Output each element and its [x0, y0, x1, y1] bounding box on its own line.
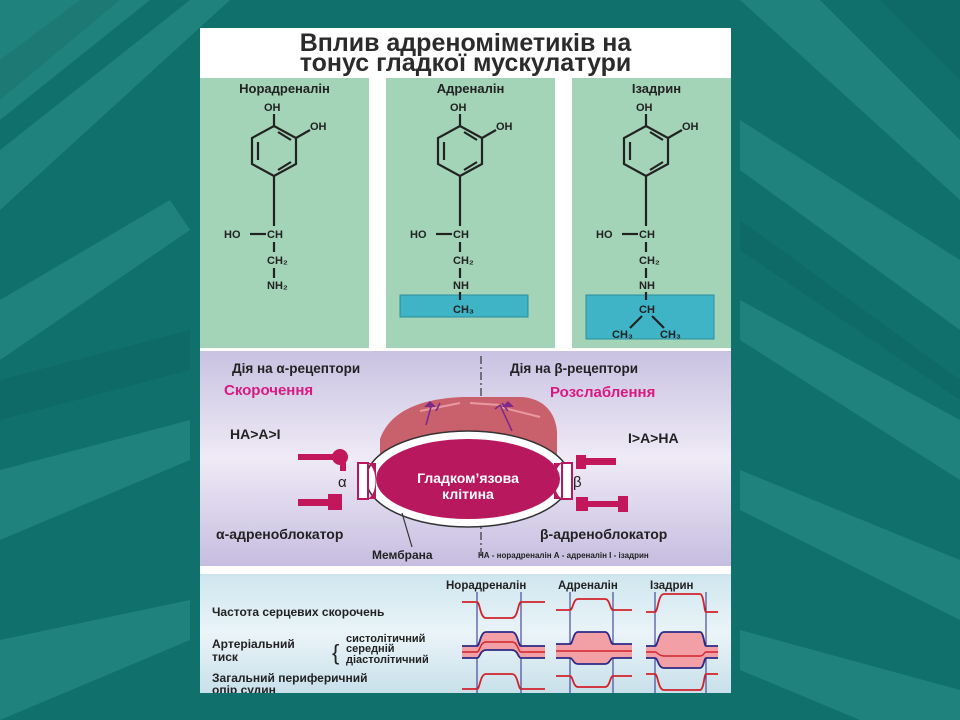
noradrenaline-structure: OH OH HO CH CH₂ NH₂	[224, 102, 327, 292]
muscle-tube	[365, 397, 571, 528]
alpha-effect: Скорочення	[224, 382, 313, 399]
ch3-left-label: CH₃	[612, 329, 633, 341]
ch2-label: CH₂	[267, 255, 288, 267]
poster: Вплив адреноміметиків на тонус гладкої м…	[200, 28, 731, 693]
oh-right-label: OH	[682, 121, 699, 133]
nh-label: NH	[453, 280, 469, 292]
blood-pressure-traces	[462, 631, 718, 669]
ch-branch-label: CH	[639, 304, 655, 316]
ho-label: HO	[596, 229, 613, 241]
nh2-label: NH₂	[267, 280, 288, 292]
alpha-heading: Дія на α-рецептори	[232, 361, 360, 376]
panel-noradrenaline: Норадреналін OH OH HO CH CH₂ NH₂	[200, 78, 369, 348]
heart-rate-traces	[462, 593, 718, 619]
alpha-blocker-icon	[298, 494, 342, 510]
alpha-potency-order: НА>А>І	[230, 426, 281, 442]
beta-symbol: β	[573, 474, 582, 491]
membrane-label: Мембрана	[372, 548, 433, 562]
row-resistance-1: Загальний периферичний	[212, 671, 368, 685]
beta-agonist-icon	[576, 455, 616, 469]
beta-blocker-icon	[576, 496, 628, 512]
cell-label-line-2: клітина	[442, 486, 494, 502]
receptor-diagram: Дія на α-рецептори Дія на β-рецептори Ск…	[200, 351, 731, 566]
membrane-pointer	[401, 512, 413, 548]
alpha-agonist-icon	[298, 449, 348, 471]
beta-blocker-label: β-адреноблокатор	[540, 526, 667, 542]
column-isadrin: Ізадрин	[650, 580, 694, 592]
panel-isadrin: Ізадрин OH OH HO CH CH₂	[572, 78, 731, 348]
oh-right-label: OH	[310, 121, 327, 133]
ch2-label: CH₂	[639, 255, 660, 267]
bp-systolic: систолітичний	[346, 633, 425, 645]
bp-brace: {	[332, 640, 339, 665]
beta-effect: Розслаблення	[550, 384, 655, 401]
drug-markers	[476, 592, 707, 693]
resistance-traces	[462, 673, 718, 691]
beta-receptor	[554, 462, 573, 500]
alpha-blocker-label: α-адреноблокатор	[216, 526, 343, 542]
ch3-right-label: CH₃	[660, 329, 681, 341]
cell-label-line-1: Гладком’язова	[417, 470, 519, 486]
column-adrenaline: Адреналін	[558, 580, 618, 592]
adrenaline-structure: OH OH HO CH CH₂ NH CH₃	[399, 102, 529, 318]
nh-label: NH	[639, 280, 655, 292]
bp-diastolic: діастолітичний	[346, 654, 429, 666]
ch-label: CH	[639, 229, 655, 241]
poster-title-line-2: тонус гладкої мускулатури	[299, 49, 632, 77]
column-noradrenaline: Норадреналін	[446, 580, 526, 592]
ch3-label: CH₃	[453, 304, 474, 316]
oh-top-label: OH	[264, 102, 281, 114]
isadrin-structure: OH OH HO CH CH₂ NH CH CH₃ CH₃	[585, 102, 715, 341]
panel-adrenaline: Адреналін OH OH HO CH CH₂ NH CH₃	[386, 78, 555, 348]
row-bp-label-1: Артеріальний	[212, 637, 295, 651]
row-heart-rate: Частота серцевих скорочень	[212, 605, 384, 619]
bp-mean: середній	[346, 643, 395, 655]
beta-heading: Дія на β-рецептори	[510, 361, 638, 376]
abbreviation-legend: НА - норадреналін А - адреналін І - ізад…	[478, 551, 649, 560]
row-bp-label-2: тиск	[212, 650, 239, 664]
ch-label: CH	[267, 229, 283, 241]
oh-top-label: OH	[636, 102, 653, 114]
panel-title: Адреналін	[436, 81, 505, 96]
hemodynamics-panel: Норадреналін Адреналін Ізадрин Частота с…	[200, 574, 731, 693]
oh-top-label: OH	[450, 102, 467, 114]
beta-potency-order: І>А>НА	[628, 430, 679, 446]
poster-title-line-1: Вплив адреноміметиків на	[299, 29, 632, 57]
ho-label: HO	[410, 229, 427, 241]
panel-title: Норадреналін	[239, 81, 330, 96]
panel-title: Ізадрин	[631, 81, 682, 96]
row-resistance-2: опір судин	[212, 683, 276, 693]
oh-right-label: OH	[496, 121, 513, 133]
ch-label: CH	[453, 229, 469, 241]
ch2-label: CH₂	[453, 255, 474, 267]
alpha-symbol: α	[338, 474, 347, 491]
ho-label: HO	[224, 229, 241, 241]
alpha-receptor	[357, 462, 376, 500]
